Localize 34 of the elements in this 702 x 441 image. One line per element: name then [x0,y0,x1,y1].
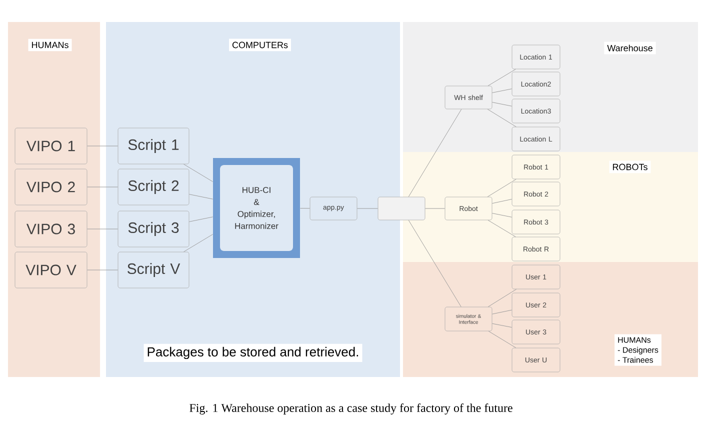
process-box: VIPO 2 [14,168,88,206]
connector-line [300,208,310,209]
process-box: VIPO 3 [14,210,88,248]
connector-line [492,102,512,106]
connector-line [492,212,512,218]
connector-line [408,220,462,308]
connector-line [183,164,214,182]
process-box [378,196,426,220]
caption: Fig. 1 Warehouse operation as a case study for factory of the future [190,403,512,414]
connector-line [188,216,214,222]
process-box: Script 2 [118,168,190,206]
connector-line [488,68,516,86]
connector-line [487,108,516,128]
process-box: Script 1 [118,128,190,164]
connector-line [183,234,214,252]
connector-line [188,194,214,200]
connector-line [488,220,516,238]
process-box: VIPO 1 [14,128,88,164]
process-box: Script V [118,252,190,288]
connector-line [492,323,512,328]
connector-line [424,208,446,209]
connector-line [492,198,512,204]
process-box: VIPO V [14,252,88,288]
hub-box: HUB-CI & Optimizer, Harmonizer [213,158,300,258]
connector-line [356,208,378,209]
connector-line [492,88,512,93]
connector-line [488,330,516,348]
process-box: Script 3 [118,210,190,248]
connector-line [487,178,516,198]
connector-line [408,108,462,198]
connector-line [492,310,512,314]
connector-line [488,288,517,308]
connector-line [86,228,118,230]
connector-line [86,186,118,188]
